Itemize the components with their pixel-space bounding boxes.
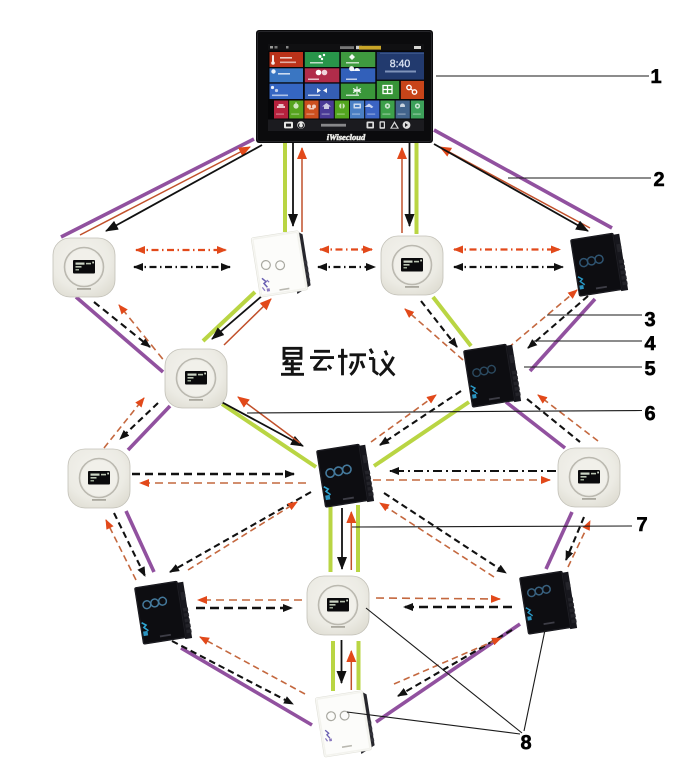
svg-text:8: 8 [520, 732, 531, 754]
svg-text:4: 4 [644, 333, 656, 355]
svg-text:2: 2 [653, 169, 664, 191]
svg-text:8:40: 8:40 [390, 58, 411, 70]
svg-text:3: 3 [644, 309, 655, 331]
svg-text:iWisecloud: iWisecloud [327, 132, 366, 142]
svg-text:1: 1 [650, 66, 661, 88]
svg-text:7: 7 [636, 514, 647, 536]
svg-text:6: 6 [644, 403, 655, 425]
svg-text:5: 5 [644, 358, 655, 380]
